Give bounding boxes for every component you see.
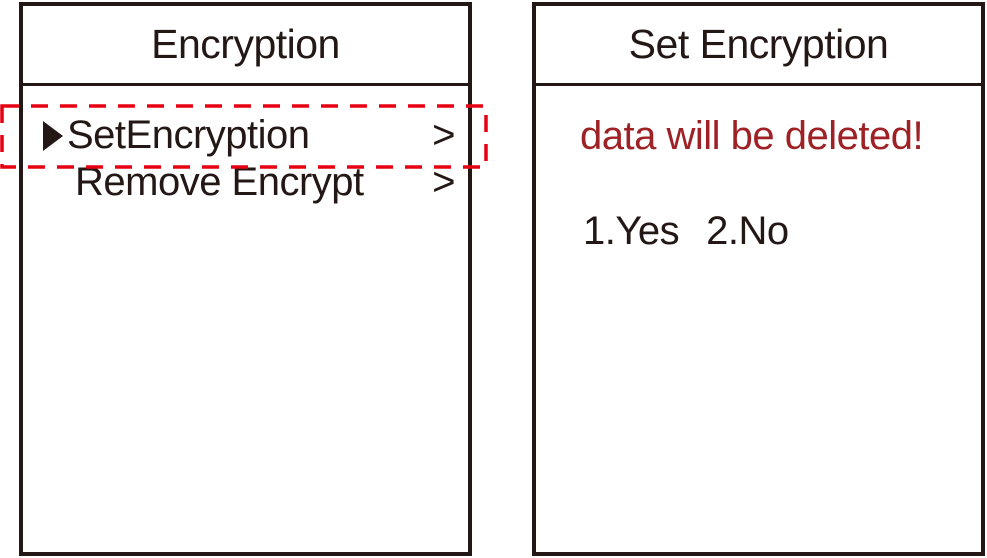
- encryption-menu-screen: Encryption SetEncryption > Remove Encryp…: [19, 2, 472, 556]
- screen-title-encryption: Encryption: [23, 6, 468, 86]
- warning-text: data will be deleted!: [580, 114, 924, 158]
- confirmation-options: 1.Yes 2.No: [583, 207, 981, 255]
- menu-list: SetEncryption > Remove Encrypt >: [23, 86, 468, 206]
- option-no[interactable]: 2.No: [706, 209, 789, 253]
- option-yes[interactable]: 1.Yes: [583, 209, 680, 253]
- screen-title-set-encryption: Set Encryption: [536, 6, 981, 86]
- set-encryption-screen: Set Encryption data will be deleted! 1.Y…: [532, 2, 985, 556]
- submenu-arrow-icon: >: [432, 160, 455, 204]
- selection-cursor-icon: [43, 120, 63, 151]
- menu-item-remove-encrypt[interactable]: Remove Encrypt >: [23, 159, 468, 206]
- submenu-arrow-icon: >: [432, 113, 455, 157]
- menu-item-label: Remove Encrypt: [75, 160, 364, 204]
- menu-item-label: SetEncryption: [67, 113, 310, 157]
- menu-item-set-encryption[interactable]: SetEncryption >: [23, 112, 468, 159]
- confirmation-body: data will be deleted! 1.Yes 2.No: [536, 86, 981, 255]
